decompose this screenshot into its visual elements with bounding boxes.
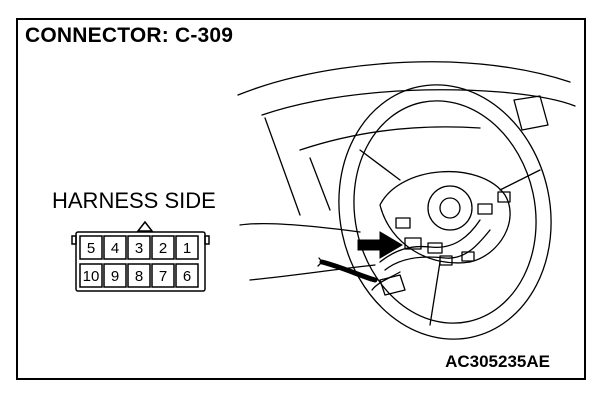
harness-wire-c	[371, 271, 401, 291]
connector-arrow-icon	[357, 231, 403, 259]
pin-number: 9	[111, 268, 119, 285]
pin-cell	[103, 235, 127, 260]
clock-spring	[427, 185, 473, 231]
pin-number: 3	[135, 240, 143, 257]
pin-cell	[175, 263, 199, 288]
pin-cell	[79, 263, 103, 288]
steering-wheel-rim-inner	[353, 100, 537, 324]
dash-top-line	[237, 61, 571, 96]
pin-number: 4	[111, 240, 119, 257]
connector-lock-icon	[136, 220, 154, 232]
steering-hub	[379, 170, 511, 264]
side-vent	[513, 95, 549, 131]
wire-harness-end	[317, 257, 323, 267]
wheel-spoke-lower	[429, 261, 441, 326]
pin-cell	[151, 235, 175, 260]
column-cover-bottom	[249, 264, 376, 281]
wheel-spoke-right	[499, 169, 541, 191]
dashboard-illustration	[237, 61, 576, 340]
figure-id: AC305235AE	[445, 352, 550, 371]
harness-wire-a	[379, 219, 481, 263]
pin-number: 7	[159, 268, 167, 285]
pin-cell	[103, 263, 127, 288]
harness-side-label: HARNESS SIDE	[52, 188, 216, 213]
connector-left-tab	[71, 235, 77, 245]
pin-number: 8	[135, 268, 143, 285]
pin-number: 10	[83, 268, 100, 285]
dash-inner-edge	[309, 157, 331, 211]
connector-title: CONNECTOR: C-309	[25, 24, 234, 47]
pin-number: 6	[183, 268, 191, 285]
pin-number: 1	[183, 240, 191, 257]
pin-cell	[151, 263, 175, 288]
diagram-frame: CONNECTOR: C-309 HARNESS SIDE AC305235AE	[16, 18, 586, 380]
connector-lower-right	[461, 251, 475, 262]
pin-number: 5	[87, 240, 95, 257]
dash-upper-contour	[261, 89, 576, 116]
wheel-spoke-left	[359, 149, 401, 181]
connector-housing	[75, 231, 206, 292]
connector-right	[497, 191, 511, 203]
column-cover-top	[239, 223, 361, 233]
pin-number: 2	[159, 240, 167, 257]
pin-cell	[127, 263, 151, 288]
harness-wire-b	[384, 229, 491, 271]
harness-bracket	[379, 274, 406, 296]
connector-face	[71, 220, 210, 292]
dash-left-edge	[264, 117, 301, 216]
connector-lower	[439, 255, 453, 266]
steering-wheel-rim-outer	[338, 84, 552, 340]
connector-c309	[404, 237, 422, 250]
clock-spring-center	[439, 197, 461, 219]
wire-harness-bundle	[319, 259, 378, 283]
pin-cell	[175, 235, 199, 260]
connector-center	[427, 242, 443, 254]
instrument-hood	[299, 126, 481, 151]
connector-upper-right	[477, 203, 493, 215]
connector-right-tab	[204, 235, 210, 245]
pin-cell	[79, 235, 103, 260]
pin-cell	[127, 235, 151, 260]
connector-upper-left	[395, 217, 411, 229]
